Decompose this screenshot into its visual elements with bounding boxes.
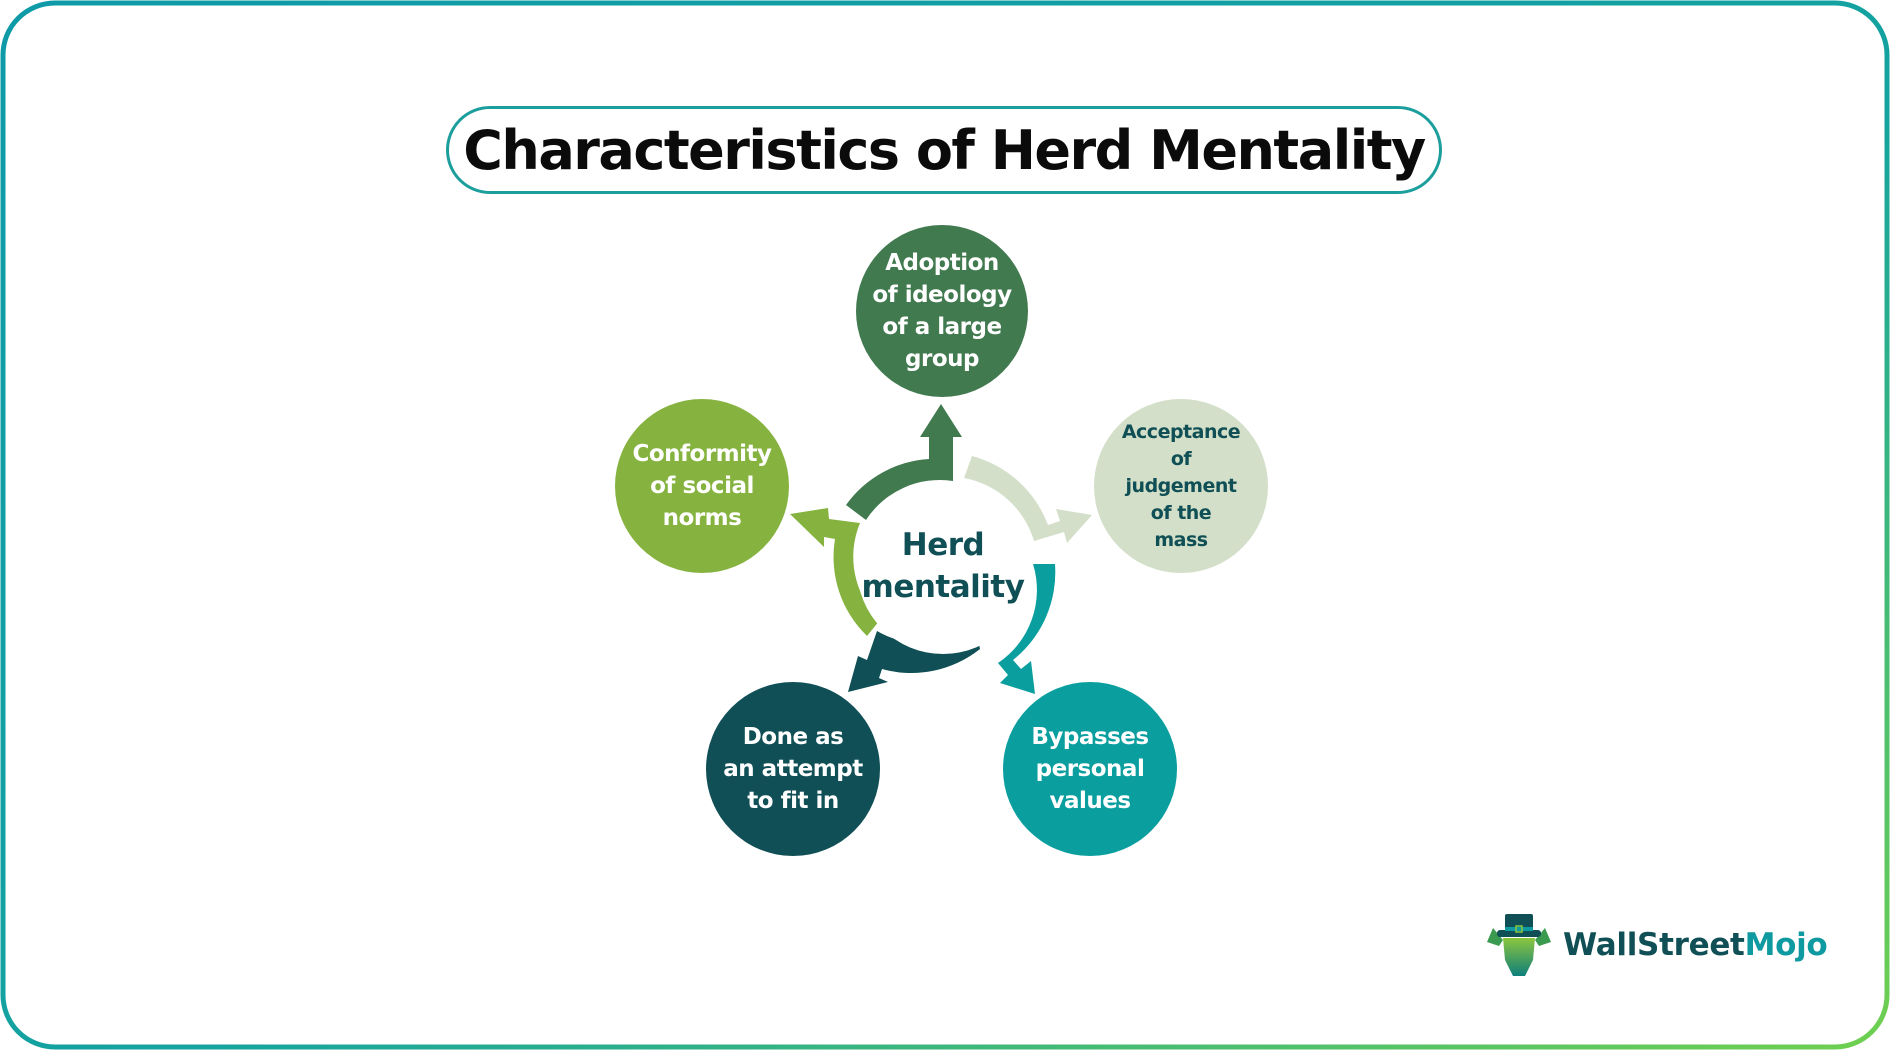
arrow-to-conformity <box>790 508 880 636</box>
title-banner: Characteristics of Herd Mentality <box>446 106 1442 194</box>
bull-hat-icon <box>1487 914 1551 976</box>
arrow-to-adoption <box>846 404 962 520</box>
arrow-to-acceptance <box>964 456 1092 543</box>
center-label: Herd mentality <box>861 527 1025 605</box>
node-bypasses-label: Bypasses personal values <box>1031 724 1149 814</box>
node-conformity-label: Conformity of social norms <box>632 441 772 531</box>
node-bypasses: Bypasses personal values <box>1003 682 1177 856</box>
wallstreetmojo-logo: WallStreetMojo <box>1483 910 1828 980</box>
node-conformity: Conformity of social norms <box>615 399 789 573</box>
node-adoption: Adoption of ideology of a large group <box>856 225 1028 397</box>
arrow-to-bypasses <box>998 564 1056 694</box>
node-fit-in: Done as an attempt to fit in <box>706 682 880 856</box>
node-adoption-label: Adoption of ideology of a large group <box>872 250 1012 372</box>
node-acceptance-label: Acceptance of judgement of the mass <box>1121 420 1241 551</box>
center-hub <box>857 482 1029 654</box>
logo-text: WallStreetMojo <box>1563 927 1828 963</box>
node-acceptance: Acceptance of judgement of the mass <box>1094 399 1268 573</box>
node-fit-in-label: Done as an attempt to fit in <box>723 724 863 814</box>
page-title: Characteristics of Herd Mentality <box>463 118 1426 182</box>
